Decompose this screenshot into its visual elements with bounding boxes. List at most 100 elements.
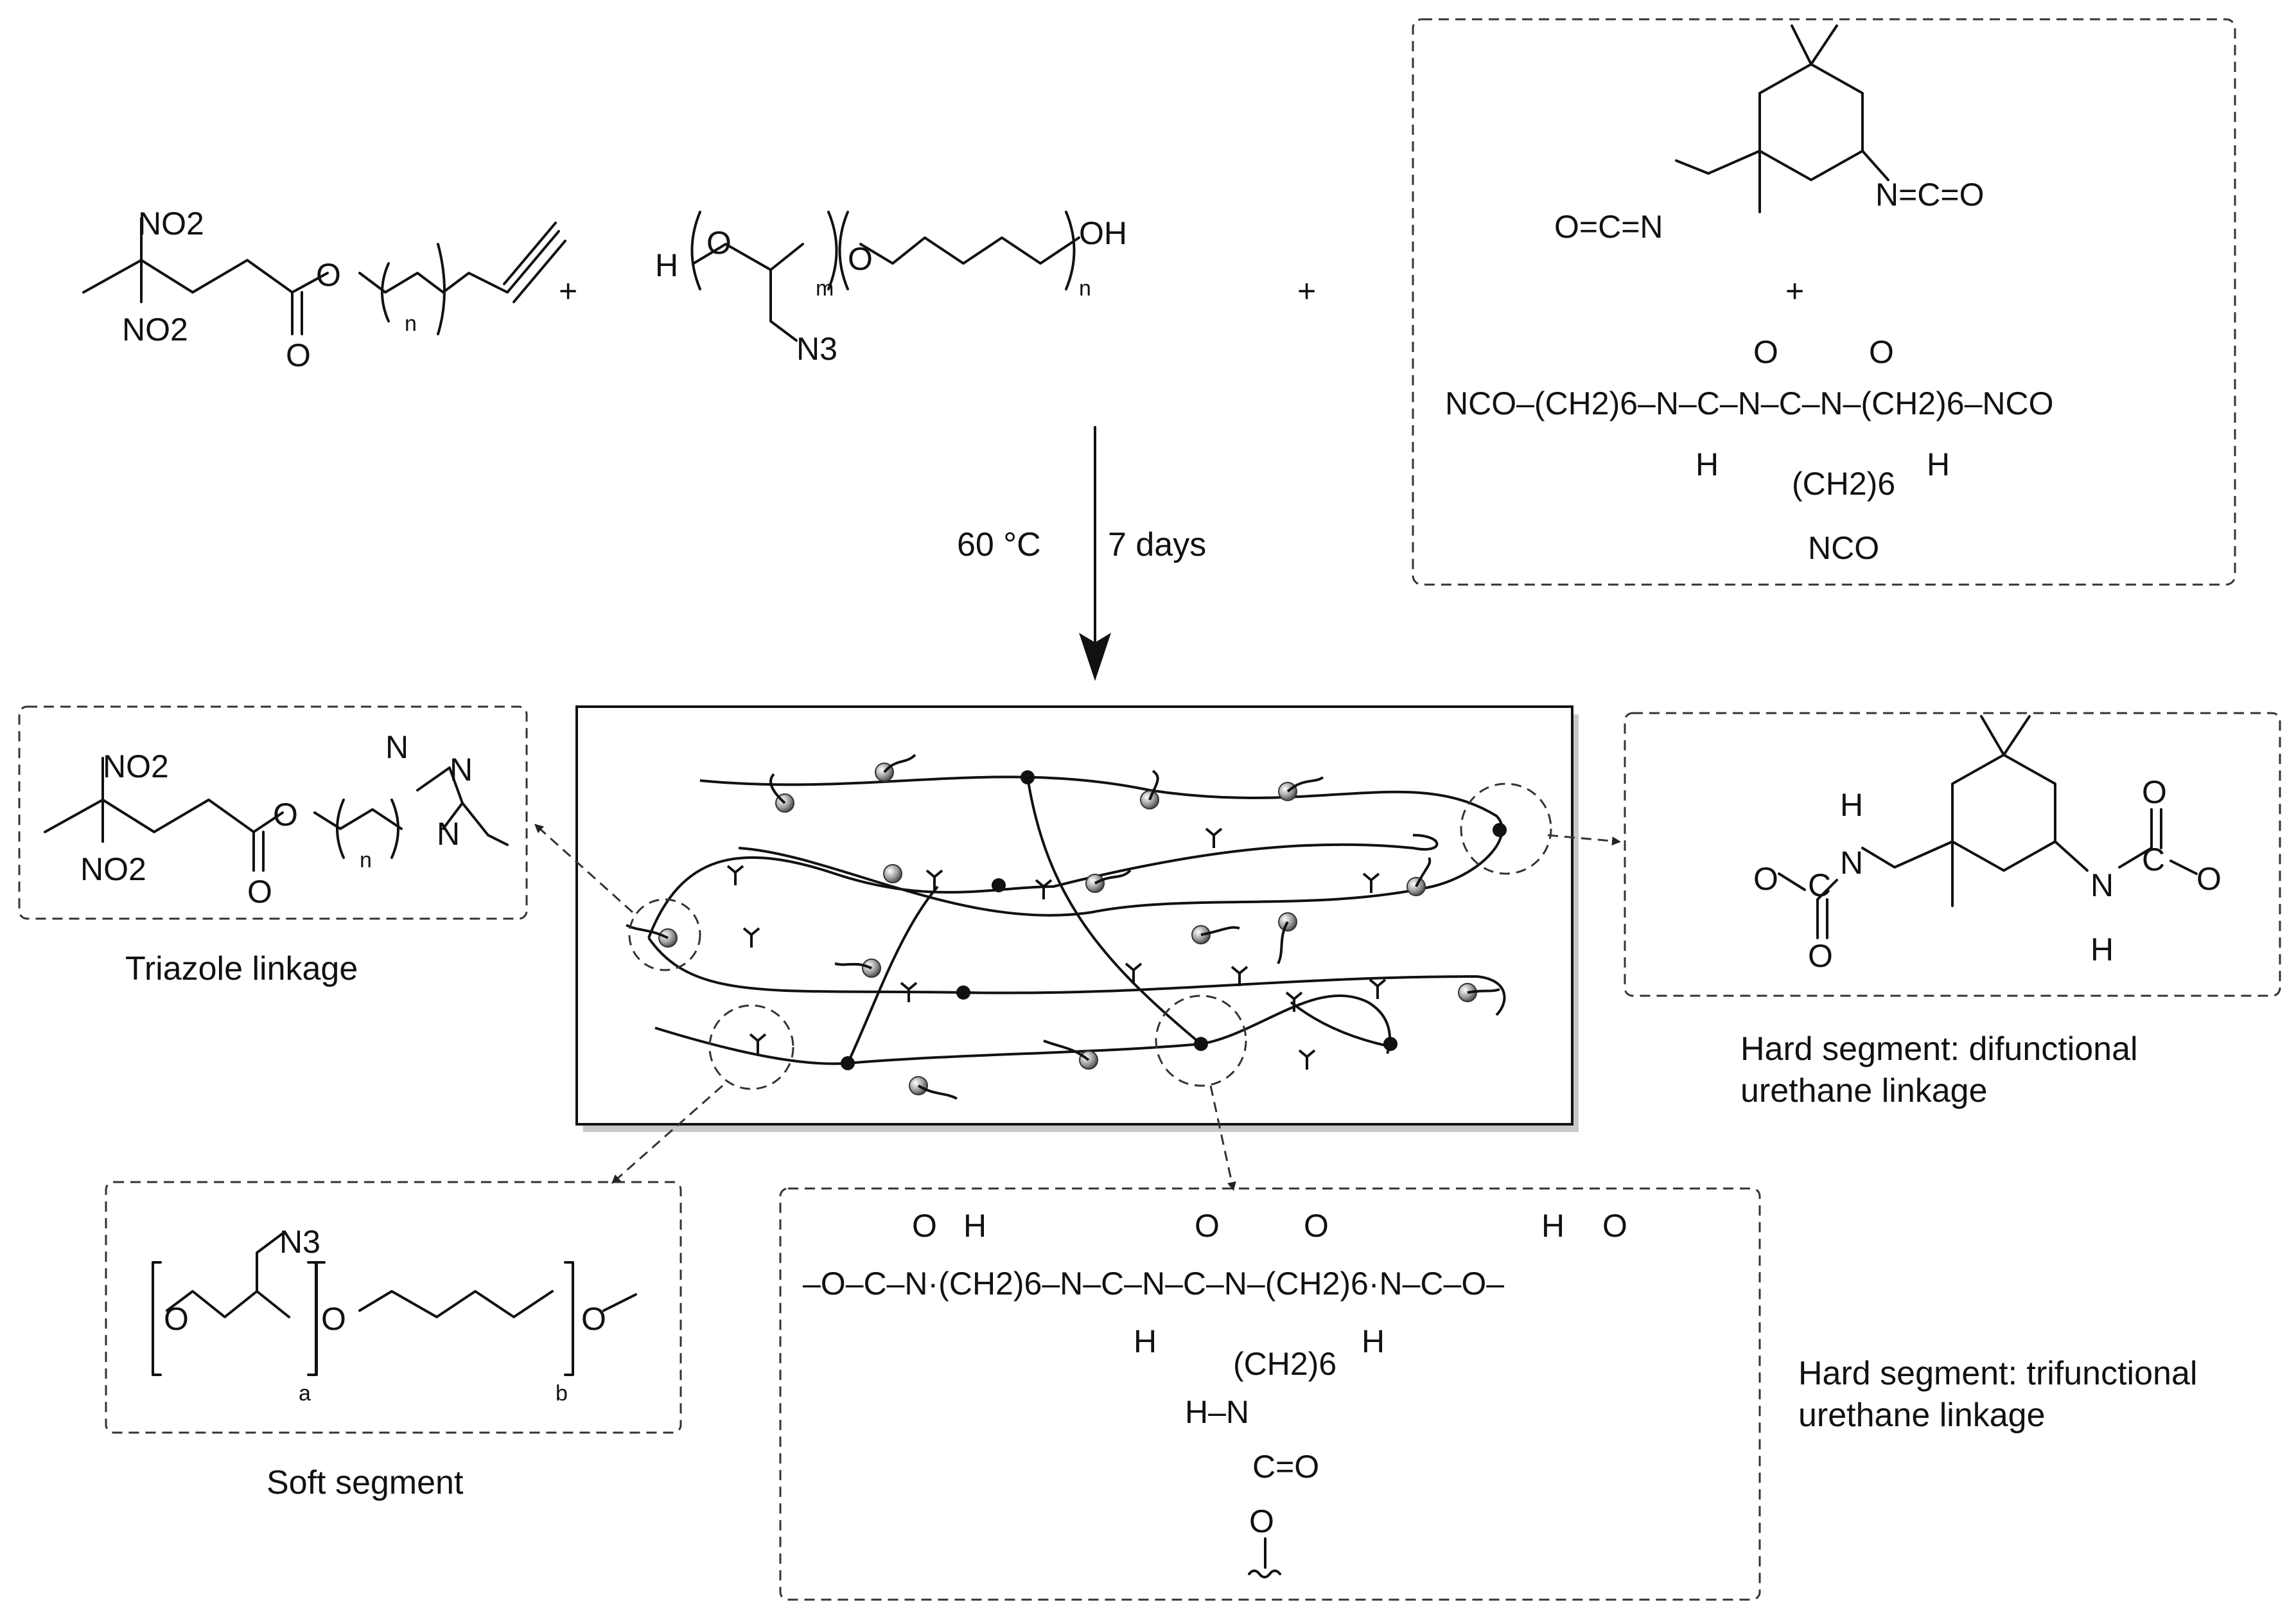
- ipdi-right-nco: N=C=O: [1875, 177, 1985, 213]
- soft-o-mid: O: [321, 1301, 346, 1337]
- plus-sign-1: +: [559, 273, 577, 309]
- plus-sign-2: +: [1297, 273, 1316, 309]
- triazole-carbonyl-o: O: [247, 874, 272, 910]
- tri-h-bottom-right: H: [1362, 1323, 1385, 1359]
- tri-h-bottom-left: H: [1134, 1323, 1157, 1359]
- trimer-branch: (CH2)6: [1792, 466, 1895, 502]
- caption-difunctional-1: Hard segment: difunctional: [1740, 1030, 2138, 1068]
- repeat-n-label: n: [405, 312, 417, 336]
- polyol-oh: OH: [1079, 215, 1127, 251]
- triazole-box: [18, 705, 528, 920]
- ipdi-left-nco: O=C=N: [1554, 209, 1663, 245]
- di-c-left: C: [1808, 867, 1831, 903]
- arrow-to-soft: [611, 1084, 723, 1184]
- hdi-trimer-structure: NCO–(CH2)6–N–C–N–C–N–(CH2)6–NCO O O H H …: [1445, 334, 2054, 566]
- tri-h-top-left: H: [963, 1208, 986, 1244]
- callout-difunctional: [1460, 782, 1552, 875]
- isocyanate-plus: +: [1785, 273, 1804, 309]
- arrow-to-triazole: [534, 824, 634, 914]
- tri-carbonyl-1: O: [912, 1208, 937, 1244]
- trimer-carbonyl-o2: O: [1869, 334, 1894, 370]
- soft-o-left: O: [164, 1301, 189, 1337]
- crosslink-node: [1194, 1037, 1208, 1051]
- tri-carbonyl-2: O: [1195, 1208, 1220, 1244]
- trimer-h2: H: [1927, 446, 1950, 482]
- di-n-left: N: [1840, 845, 1863, 881]
- caption-triazole: Triazole linkage: [125, 950, 358, 987]
- pendant-tails: [626, 754, 1500, 1100]
- polyol-o2: O: [848, 241, 873, 277]
- isocyanate-box: [1412, 18, 2236, 586]
- trifunctional-box: [779, 1187, 1761, 1601]
- polyol-n: n: [1079, 276, 1091, 301]
- triazole-n1: N: [385, 729, 408, 765]
- di-o-right: O: [2196, 861, 2222, 897]
- tri-main-chain: –O–C–N·(CH2)6–N–C–N–C–N–(CH2)6·N–C–O–: [803, 1266, 1504, 1302]
- tri-co: C=O: [1252, 1449, 1319, 1485]
- carbonyl-oxygen: O: [286, 337, 311, 373]
- triazole-n3: N: [437, 816, 460, 852]
- reaction-arrow: [1079, 426, 1111, 681]
- ester-oxygen: O: [316, 257, 341, 293]
- caption-trifunctional-1: Hard segment: trifunctional: [1798, 1355, 2197, 1392]
- crosslink-node: [992, 878, 1006, 892]
- di-h-right: H: [2090, 932, 2114, 968]
- arrow-to-difunctional: [1547, 834, 1621, 846]
- di-carbonyl-right: O: [2142, 774, 2167, 810]
- trimer-carbonyl-o1: O: [1753, 334, 1778, 370]
- triazole-no2-bottom: NO2: [80, 851, 146, 887]
- soft-o-right: O: [581, 1301, 606, 1337]
- triazole-n2: N: [450, 752, 473, 788]
- soft-a: a: [299, 1381, 311, 1406]
- crosslink-node: [1493, 823, 1507, 837]
- callout-soft: [708, 1004, 794, 1090]
- condition-temperature: 60 °C: [957, 526, 1041, 563]
- trimer-branch-end: NCO: [1808, 530, 1879, 566]
- polyol-o1: O: [706, 225, 732, 261]
- polymer-network: [626, 754, 1552, 1100]
- caption-difunctional-2: urethane linkage: [1740, 1072, 1988, 1109]
- crosslink-node: [1021, 770, 1035, 784]
- no2-bottom-label: NO2: [122, 312, 188, 348]
- soft-segment-structure: N3 O O O a b: [152, 1224, 637, 1406]
- tri-branch: (CH2)6: [1233, 1346, 1336, 1382]
- condition-time: 7 days: [1108, 526, 1206, 563]
- di-h-left: H: [1840, 787, 1863, 823]
- tri-h-top-right: H: [1541, 1208, 1564, 1244]
- reactant-dinitro-alkyne: NO2 NO2 O O n: [82, 206, 566, 373]
- crosslink-node: [1383, 1037, 1398, 1051]
- pendant-azide-forks: [726, 827, 1387, 1070]
- no2-top-label: NO2: [138, 206, 204, 242]
- di-carbonyl-left: O: [1808, 938, 1833, 974]
- soft-azide: N3: [279, 1224, 320, 1260]
- reactant-polyol: H O m O OH n N3: [655, 211, 1127, 367]
- caption-soft: Soft segment: [267, 1464, 464, 1501]
- crosslink-node: [841, 1056, 855, 1070]
- callout-trifunctional: [1155, 994, 1247, 1087]
- trifunctional-structure: –O–C–N·(CH2)6–N–C–N–C–N–(CH2)6·N–C–O– O …: [803, 1208, 1627, 1578]
- soft-segment-box: [105, 1181, 682, 1434]
- tri-hn: H–N: [1185, 1394, 1249, 1430]
- soft-b: b: [556, 1381, 568, 1406]
- polyol-h: H: [655, 247, 678, 283]
- ipdi-structure: O=C=N N=C=O: [1554, 24, 1985, 245]
- triazole-n: n: [360, 848, 372, 872]
- polyol-m: m: [816, 276, 834, 301]
- difunctional-box: [1624, 712, 2281, 997]
- di-n-right: N: [2090, 867, 2114, 903]
- tri-carbonyl-3: O: [1304, 1208, 1329, 1244]
- triazole-no2-top: NO2: [103, 748, 169, 784]
- trimer-chain: NCO–(CH2)6–N–C–N–C–N–(CH2)6–NCO: [1445, 385, 2054, 421]
- tri-o: O: [1249, 1503, 1274, 1539]
- di-c-right: C: [2142, 842, 2165, 878]
- crosslink-node: [956, 985, 970, 1000]
- triazole-ester-o: O: [273, 797, 298, 833]
- polyol-azide: N3: [796, 331, 837, 367]
- difunctional-structure: O C N H O N H C O O: [1753, 715, 2222, 974]
- trimer-h1: H: [1696, 446, 1719, 482]
- caption-trifunctional-2: urethane linkage: [1798, 1397, 2046, 1434]
- di-o-left: O: [1753, 861, 1778, 897]
- arrow-to-trifunctional: [1209, 1085, 1236, 1191]
- tri-carbonyl-4: O: [1602, 1208, 1627, 1244]
